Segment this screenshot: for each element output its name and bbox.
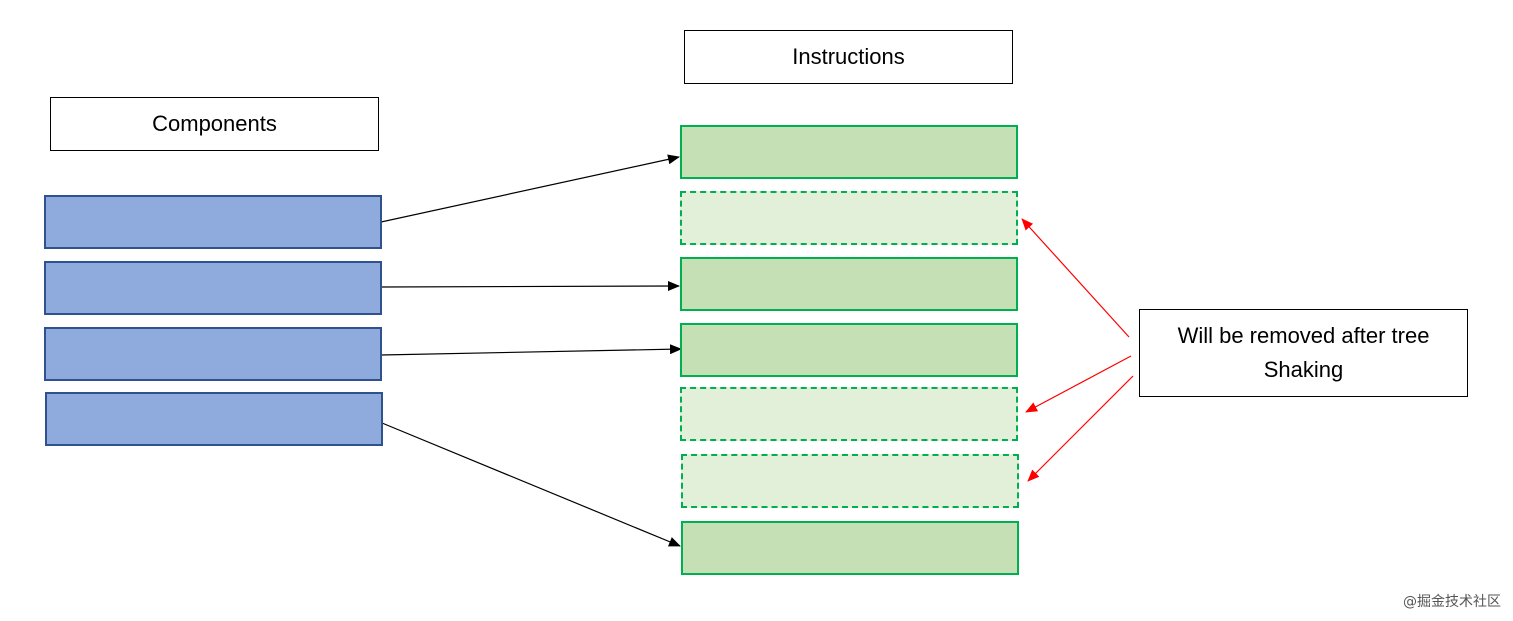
instruction-box-6-removed	[681, 454, 1019, 508]
tree-shaking-note-text: Will be removed after tree Shaking	[1177, 323, 1430, 382]
instruction-box-4	[680, 323, 1018, 377]
link-arrow-component-3	[380, 344, 682, 356]
component-box-2	[44, 261, 382, 315]
removal-arrow-2	[1025, 355, 1132, 413]
watermark: @掘金技术社区	[1403, 594, 1501, 610]
link-arrow-component-2	[380, 281, 680, 292]
instructions-header-label: Instructions	[792, 44, 905, 69]
instruction-box-5-removed	[680, 387, 1018, 441]
tree-shaking-note: Will be removed after tree Shaking	[1139, 309, 1468, 397]
component-box-4	[45, 392, 383, 446]
instruction-box-2-removed	[680, 191, 1018, 245]
instruction-box-1	[680, 125, 1018, 179]
component-box-3	[44, 327, 382, 381]
instruction-box-3	[680, 257, 1018, 311]
instructions-header: Instructions	[684, 30, 1013, 84]
component-box-1	[44, 195, 382, 249]
components-header-label: Components	[152, 111, 277, 136]
components-header: Components	[50, 97, 379, 151]
removal-arrow-1	[1021, 218, 1130, 338]
instruction-box-7	[681, 521, 1019, 575]
link-arrow-component-4	[381, 422, 681, 547]
link-arrow-component-1	[380, 154, 680, 223]
removal-arrow-3	[1027, 375, 1134, 482]
